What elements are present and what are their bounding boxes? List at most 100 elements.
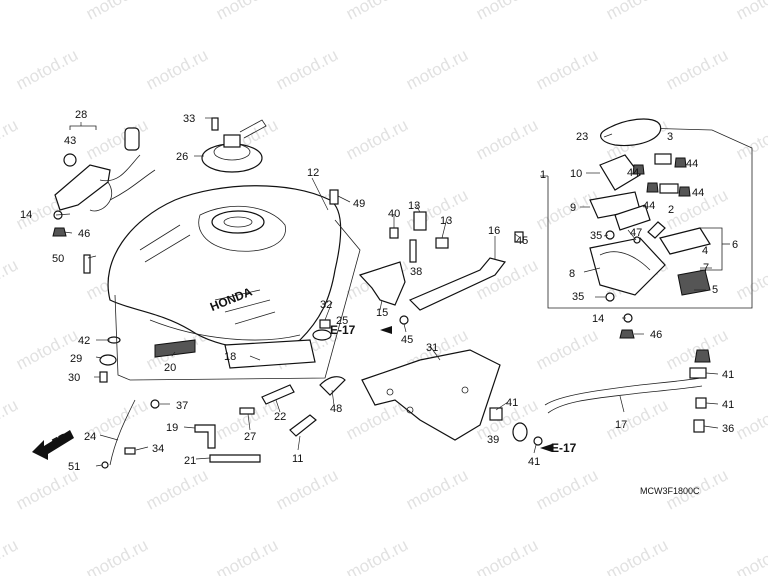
nut-44b [678,186,691,197]
bolt-38 [409,239,417,263]
callout-41: 41 [506,397,518,409]
watermark-text: motod.ru [733,0,768,24]
hose-2 [659,183,679,194]
front-arrow: FR. [32,428,74,460]
watermark-text: motod.ru [0,255,21,303]
clip-41b [695,397,707,409]
watermark-text: motod.ru [143,45,211,93]
bolt-50 [83,254,91,274]
callout-18: 18 [224,351,236,363]
watermark-text: motod.ru [603,395,671,443]
callout-5: 5 [712,284,718,296]
rollover-valve [54,127,156,212]
watermark-text: motod.ru [213,535,281,576]
bolt-34 [124,447,136,455]
fuel-hose-17 [544,377,701,406]
watermark-text: motod.ru [533,185,601,233]
watermark-text: motod.ru [533,45,601,93]
watermark-text: motod.ru [83,115,151,163]
fuel-cap [201,117,267,173]
callout-13: 13 [440,215,452,227]
hose-4 [647,221,666,239]
callout-51: 51 [68,461,80,473]
callout-4: 4 [702,245,708,257]
bolt-35a [605,230,615,240]
callout-9: 9 [570,202,576,214]
callout-21: 21 [184,455,196,467]
bolt-13a [413,211,427,231]
tube-21 [209,454,261,463]
callout-38: 38 [410,266,422,278]
callout-47: 47 [630,227,642,239]
watermark-text: motod.ru [83,0,151,24]
nut-41c [694,349,711,363]
damper-25 [312,329,332,341]
callout-3: 3 [667,131,673,143]
callout-44: 44 [692,187,704,199]
callout-44: 44 [686,158,698,170]
callout-41: 41 [528,456,540,468]
callout-24: 24 [84,431,96,443]
bolt-35b [605,292,615,302]
watermark-text: motod.ru [343,0,411,24]
callout-29: 29 [70,353,82,365]
pad-20 [154,339,196,358]
nut-46-left [52,227,67,237]
callout-44: 44 [643,200,655,212]
callout-48: 48 [330,403,342,415]
bolt-40 [389,227,399,239]
callout-16: 16 [488,225,500,237]
callout-2: 2 [668,204,674,216]
washer-41 [533,436,543,446]
callout-45: 45 [401,334,413,346]
diagram-code: MCW3F1800C [640,486,700,496]
callout-1: 1 [540,169,546,181]
callout-7: 7 [703,262,709,274]
watermark-text: motod.ru [603,0,671,24]
bolt-49 [329,189,339,205]
callout-42: 42 [78,335,90,347]
watermark-text: motod.ru [733,395,768,443]
watermark-text: motod.ru [0,395,21,443]
hose-11 [289,414,317,437]
callout-28: 28 [75,109,87,121]
ref-label-e17-right: E-17 [551,441,577,455]
callout-45: 45 [516,235,528,247]
callout-8: 8 [569,268,575,280]
watermark-text: motod.ru [343,535,411,576]
tube-19 [194,424,216,449]
tube-16 [408,257,507,311]
callout-46: 46 [650,329,662,341]
hose-24 [109,399,136,466]
callout-46: 46 [78,228,90,240]
clip-37 [150,399,160,409]
collar-30 [99,371,108,383]
collar-39 [489,407,503,421]
callout-34: 34 [152,443,164,455]
hose-3 [654,153,672,165]
watermark-text: motod.ru [273,45,341,93]
callout-26: 26 [176,151,188,163]
callout-13: 13 [408,200,420,212]
nut-44d [632,164,645,175]
bolt-47 [633,236,641,244]
bracket-15 [358,261,406,306]
watermark-text: motod.ru [0,535,21,576]
callout-49: 49 [353,198,365,210]
watermark-text: motod.ru [403,465,471,513]
watermark-text: motod.ru [533,325,601,373]
watermark-text: motod.ru [83,535,151,576]
callout-20: 20 [164,362,176,374]
ref-label-e17-left: E-17 [330,323,356,337]
callout-39: 39 [487,434,499,446]
callout-14: 14 [20,209,32,221]
leader-lines [55,117,719,467]
callout-15: 15 [376,307,388,319]
callout-40: 40 [388,208,400,220]
watermark-text: motod.ru [13,325,81,373]
callout-23: 23 [576,131,588,143]
bolt-13b [435,237,449,249]
callout-12: 12 [307,167,319,179]
heat-guard-31 [361,349,501,441]
nut-46-right [619,329,635,339]
